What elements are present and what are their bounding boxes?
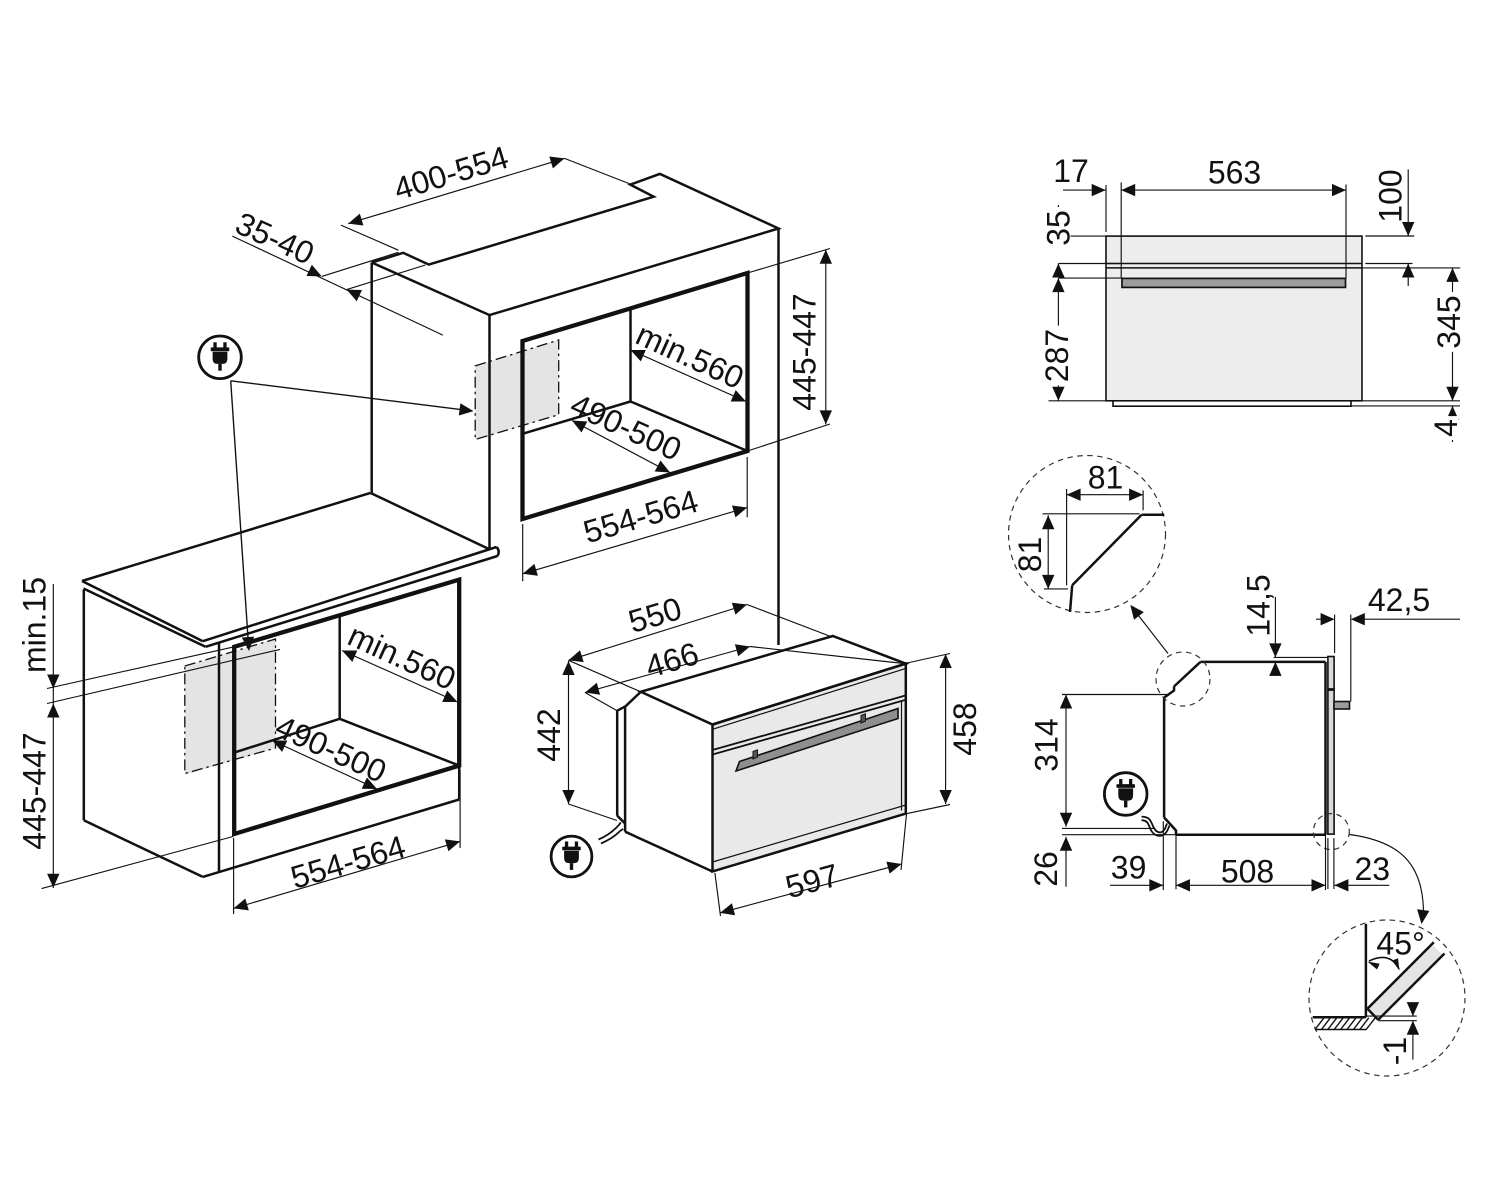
svg-text:14,5: 14,5 <box>1241 574 1277 636</box>
svg-text:17: 17 <box>1053 153 1089 189</box>
svg-text:458: 458 <box>947 702 983 755</box>
svg-text:35: 35 <box>1040 210 1076 246</box>
svg-text:314: 314 <box>1029 718 1065 771</box>
svg-text:45°: 45° <box>1376 926 1424 962</box>
svg-text:81: 81 <box>1088 460 1124 496</box>
svg-text:-1: -1 <box>1377 1037 1413 1065</box>
svg-text:445-447: 445-447 <box>787 293 823 410</box>
svg-text:508: 508 <box>1221 854 1274 890</box>
svg-text:min.15: min.15 <box>16 577 52 673</box>
svg-text:442: 442 <box>531 708 567 761</box>
svg-text:445-447: 445-447 <box>16 732 52 849</box>
svg-text:345: 345 <box>1431 295 1467 348</box>
svg-text:81: 81 <box>1012 537 1048 573</box>
svg-text:4: 4 <box>1428 419 1464 437</box>
svg-text:26: 26 <box>1028 851 1064 887</box>
svg-text:287: 287 <box>1039 329 1075 382</box>
svg-text:42,5: 42,5 <box>1368 582 1430 618</box>
svg-text:563: 563 <box>1208 155 1261 191</box>
svg-text:23: 23 <box>1355 851 1391 887</box>
svg-text:100: 100 <box>1373 169 1409 222</box>
svg-text:39: 39 <box>1111 849 1147 885</box>
